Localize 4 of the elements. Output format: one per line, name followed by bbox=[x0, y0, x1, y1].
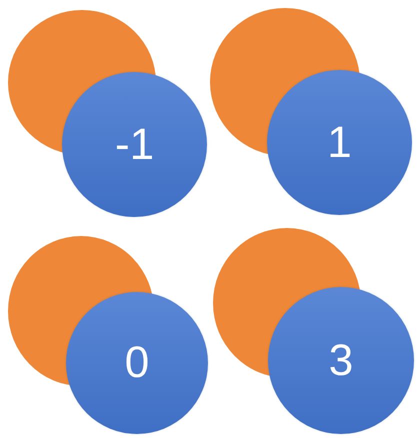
number-circle: 3 bbox=[268, 287, 414, 434]
number-circle: -1 bbox=[62, 72, 207, 217]
number-circle: 1 bbox=[267, 70, 412, 215]
number-circle: 0 bbox=[66, 292, 208, 434]
